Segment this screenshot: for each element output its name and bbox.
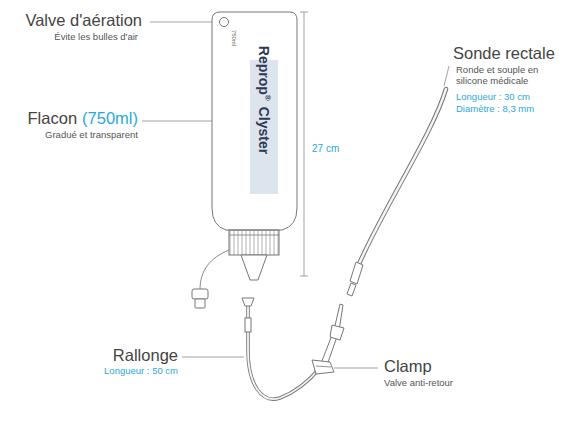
probe-diameter: Diamètre : 8,3 mm — [456, 104, 534, 115]
clamp-title: Clamp — [384, 357, 432, 376]
cap — [229, 230, 279, 255]
volume-mark: 750ml — [231, 30, 237, 46]
dimension-label: 27 cm — [312, 143, 339, 155]
clamp-note: Valve anti-retour — [384, 378, 453, 389]
air-valve — [220, 18, 229, 27]
valve-note: Évite les bulles d'air — [54, 32, 138, 43]
bottle — [192, 12, 297, 308]
anti-return-valve — [320, 304, 343, 368]
extension-title: Rallonge — [113, 346, 178, 365]
probe-length: Longueur : 30 cm — [456, 92, 530, 103]
rectal-probe — [347, 89, 446, 296]
brand-mark: ® — [263, 95, 272, 101]
extension-length: Longueur : 50 cm — [104, 366, 178, 377]
dimension-line — [300, 12, 308, 276]
tether — [200, 250, 229, 290]
probe-title: Sonde rectale — [453, 44, 555, 63]
valve-title: Valve d'aération — [25, 11, 142, 30]
nozzle-cap — [192, 289, 208, 299]
bottle-title: Flacon — [28, 109, 78, 128]
brand-product: Clyster — [256, 107, 272, 154]
nozzle — [241, 255, 267, 280]
probe-note: Ronde et souple en silicone médicale — [456, 65, 564, 87]
brand-text: Reprop® Clyster — [256, 46, 272, 154]
brand-name: Reprop — [256, 46, 272, 95]
extension-tube — [242, 298, 344, 399]
bottle-volume: (750ml) — [82, 109, 138, 128]
bottle-note: Gradué et transparent — [45, 130, 138, 141]
clamp — [312, 360, 334, 374]
